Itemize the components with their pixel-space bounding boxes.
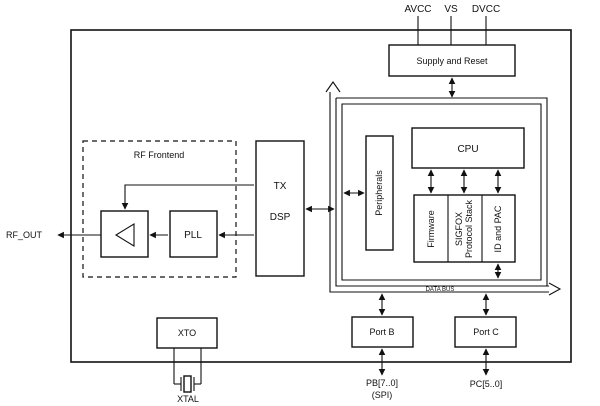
port-b-block bbox=[351, 316, 414, 348]
peripherals-label: Peripherals bbox=[374, 170, 384, 216]
tx-dsp-block bbox=[255, 140, 305, 277]
cpu-label: CPU bbox=[457, 144, 478, 155]
dvcc-pin-label: DVCC bbox=[472, 4, 500, 15]
chip-outline bbox=[70, 29, 572, 363]
rf-frontend-label: RF Frontend bbox=[134, 150, 185, 160]
xtal-label: XTAL bbox=[177, 394, 199, 404]
data-bus-label: DATA BUS bbox=[426, 287, 455, 293]
xto-block bbox=[156, 317, 218, 349]
cpu-block bbox=[411, 127, 525, 169]
firmware-label: Firmware bbox=[426, 210, 436, 248]
data-bus-inner bbox=[335, 98, 550, 287]
pll-block bbox=[169, 210, 218, 258]
avcc-pin-label: AVCC bbox=[404, 4, 431, 15]
tx-to-amplifier-wire bbox=[121, 184, 254, 210]
id-pac-label: ID and PAC bbox=[493, 205, 503, 252]
dsp-label: DSP bbox=[270, 212, 291, 223]
rf-frontend-region bbox=[82, 140, 237, 278]
data-bus-top-inner bbox=[341, 103, 542, 281]
sigfox-label-line1: SIGFOX bbox=[454, 212, 464, 246]
port-c-label: Port C bbox=[473, 327, 499, 337]
pb-pin-label: PB[7..0] bbox=[366, 378, 398, 388]
firmware-stack-block bbox=[413, 194, 516, 263]
crystal-icon bbox=[180, 375, 195, 393]
amplifier-block bbox=[100, 210, 149, 258]
pll-label: PLL bbox=[184, 230, 202, 241]
vs-pin-label: VS bbox=[444, 4, 458, 15]
tx-label: TX bbox=[274, 181, 287, 192]
pb-spi-label: (SPI) bbox=[372, 390, 393, 400]
supply-reset-label: Supply and Reset bbox=[416, 56, 488, 66]
data-bus-top-outer bbox=[336, 97, 548, 286]
sigfox-label-line2: Protocol Stack bbox=[464, 199, 474, 258]
data-bus-arrow-right bbox=[548, 282, 562, 296]
peripherals-block bbox=[365, 135, 394, 251]
port-c-block bbox=[454, 316, 517, 348]
pc-pin-label: PC[5..0] bbox=[470, 379, 503, 389]
amplifier-triangle-icon bbox=[114, 223, 135, 247]
xto-label: XTO bbox=[178, 328, 196, 338]
data-bus-outer bbox=[329, 86, 550, 293]
data-bus-arrow-top bbox=[325, 81, 341, 93]
rf-out-label: RF_OUT bbox=[6, 230, 43, 240]
supply-reset-block bbox=[388, 44, 516, 77]
port-b-label: Port B bbox=[369, 327, 394, 337]
